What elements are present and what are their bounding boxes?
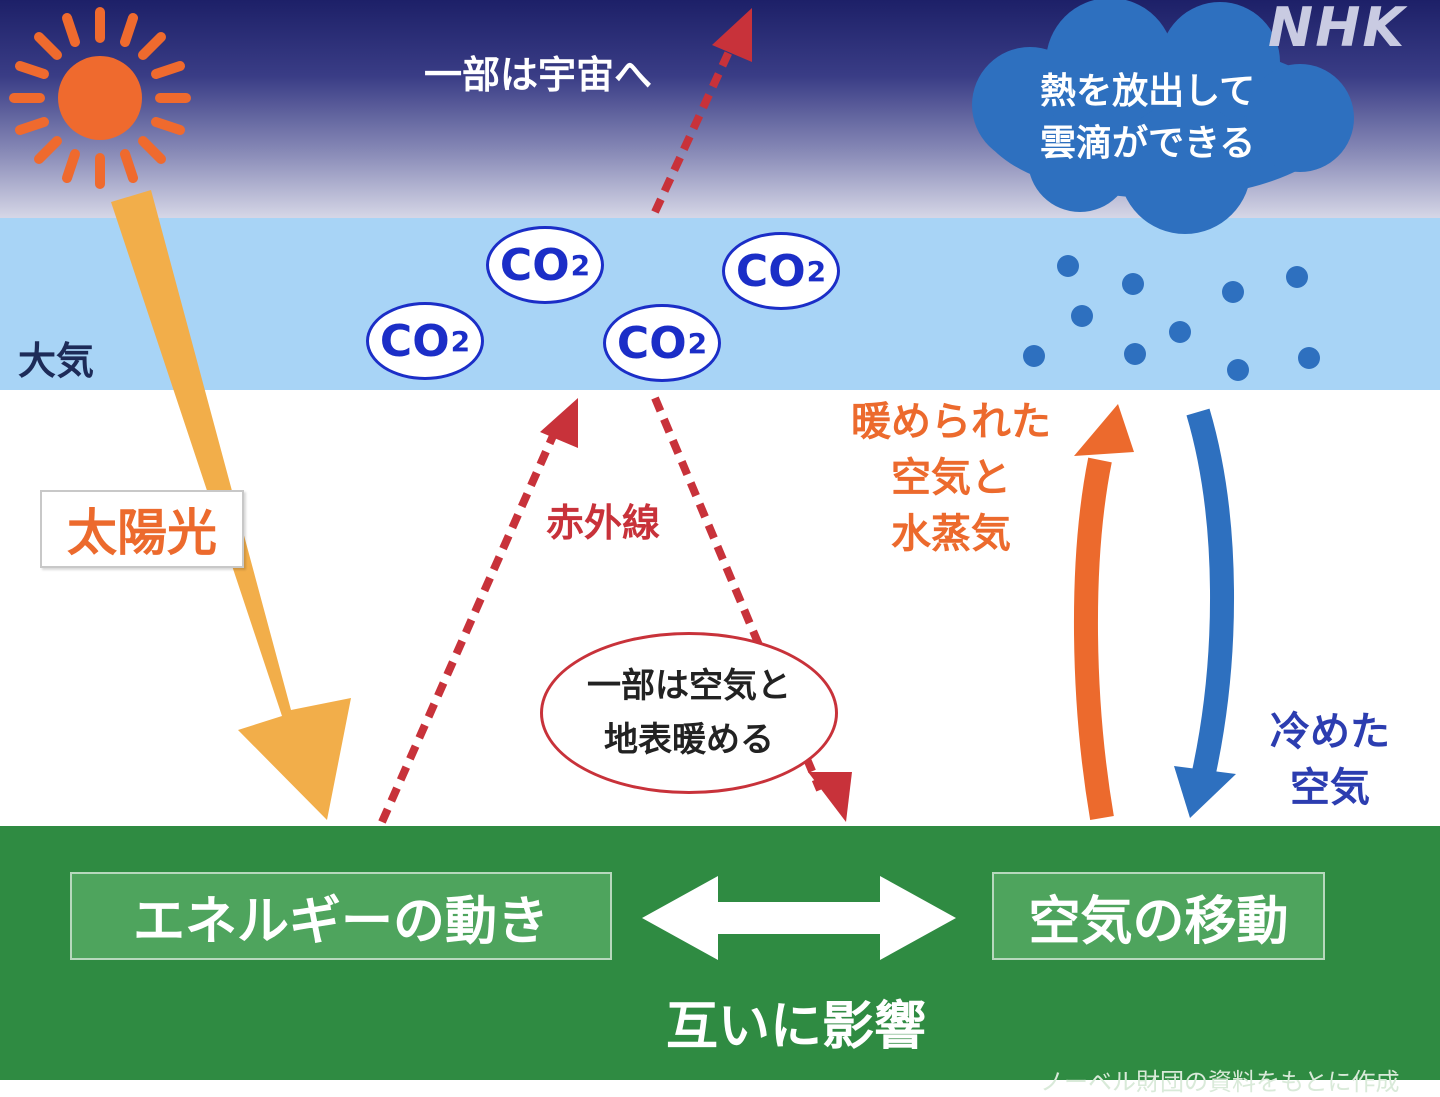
mutual-influence-label: 互いに影響 xyxy=(666,997,927,1057)
atmosphere-band xyxy=(0,218,1440,390)
warmed-air-label-line2: 空気と xyxy=(891,455,1011,501)
cool-air-arrow xyxy=(1186,408,1234,775)
warm-air-arrow xyxy=(1074,457,1114,821)
warmed-air-label: 暖められた 空気と 水蒸気 xyxy=(836,394,1066,562)
energy-movement-box: エネルギーの動き xyxy=(70,872,612,960)
cooled-air-label-line2: 空気 xyxy=(1290,765,1370,811)
cooled-air-label-line1: 冷めた xyxy=(1270,709,1390,755)
cloud-label: 熱を放出して 雲滴ができる xyxy=(1040,66,1255,170)
warm-ground-label-line2: 地表暖める xyxy=(604,720,774,760)
infrared-to-space-arrowhead xyxy=(712,8,752,62)
warmed-air-label-line1: 暖められた xyxy=(851,399,1051,445)
water-droplets-icon xyxy=(1023,255,1320,381)
nhk-logo: NHK xyxy=(1268,0,1407,59)
cloud-label-line2: 雲滴ができる xyxy=(1040,123,1256,164)
warm-ground-label: 一部は空気と 地表暖める xyxy=(540,632,838,794)
infrared-to-space-arrow xyxy=(651,30,742,214)
infrared-up-arrow xyxy=(378,418,564,824)
air-movement-box: 空気の移動 xyxy=(992,872,1325,960)
cloud-icon xyxy=(972,0,1354,234)
warm-ground-label-line1: 一部は空気と xyxy=(587,666,791,706)
cooled-air-label: 冷めた 空気 xyxy=(1260,704,1400,816)
warmed-air-label-line3: 水蒸気 xyxy=(891,511,1011,557)
infrared-label: 赤外線 xyxy=(546,501,661,545)
infrared-up-arrowhead xyxy=(540,398,578,448)
sunlight-label: 太陽光 xyxy=(40,490,244,568)
atmosphere-label: 大気 xyxy=(18,339,95,383)
cloud-label-line1: 熱を放出して xyxy=(1040,71,1256,112)
sun-icon xyxy=(9,7,191,189)
to-space-label: 一部は宇宙へ xyxy=(424,53,653,97)
infrared-down-arrowhead xyxy=(808,772,852,822)
double-arrow-icon xyxy=(642,876,956,960)
